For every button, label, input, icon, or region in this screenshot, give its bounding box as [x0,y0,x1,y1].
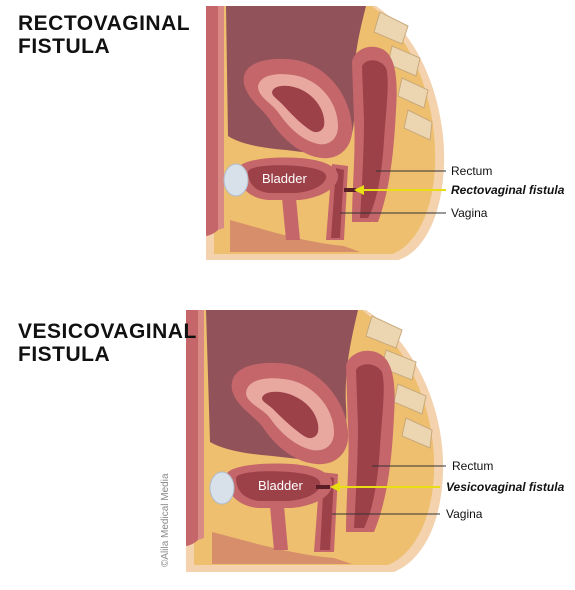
title-line-2: FISTULA [18,343,111,366]
fistula-arrowhead [330,482,340,492]
rectovaginal-panel: RECTOVAGINAL FISTULA Bladder Rectum Rect… [0,0,575,290]
title-line-1: VESICOVAGINAL [18,320,197,343]
urethra [270,506,288,550]
bladder-label: Bladder [258,478,303,493]
rectovaginal-anatomy-illustration [206,6,446,260]
vesicovaginal-anatomy-illustration [186,310,446,572]
page-title: VESICOVAGINAL FISTULA [18,320,197,366]
perineum [230,220,360,252]
page-title: RECTOVAGINAL FISTULA [18,12,190,58]
rectum-label: Rectum [452,459,494,473]
fistula-label: Rectovaginal fistula [451,183,565,197]
vesicovaginal-panel: VESICOVAGINAL FISTULA Bladder Rectum Ves… [0,300,575,590]
abdominal-wall [206,6,218,236]
pubic-bone [209,471,235,505]
title-line-2: FISTULA [18,35,111,58]
spine [373,11,433,141]
pubic-bone [223,163,249,197]
rectum-label: Rectum [451,164,493,178]
copyright-credit: ©Alila Medical Media [160,473,171,567]
spine [365,315,433,449]
vagina-label: Vagina [451,206,488,220]
fistula-arrowhead [354,185,364,195]
bladder-label: Bladder [262,171,307,186]
urethra [282,198,300,240]
perineum [212,532,352,564]
fistula-label: Vesicovaginal fistula [446,480,565,494]
vagina-label: Vagina [446,507,483,521]
title-line-1: RECTOVAGINAL [18,12,191,35]
abdominal-wall [186,310,198,546]
